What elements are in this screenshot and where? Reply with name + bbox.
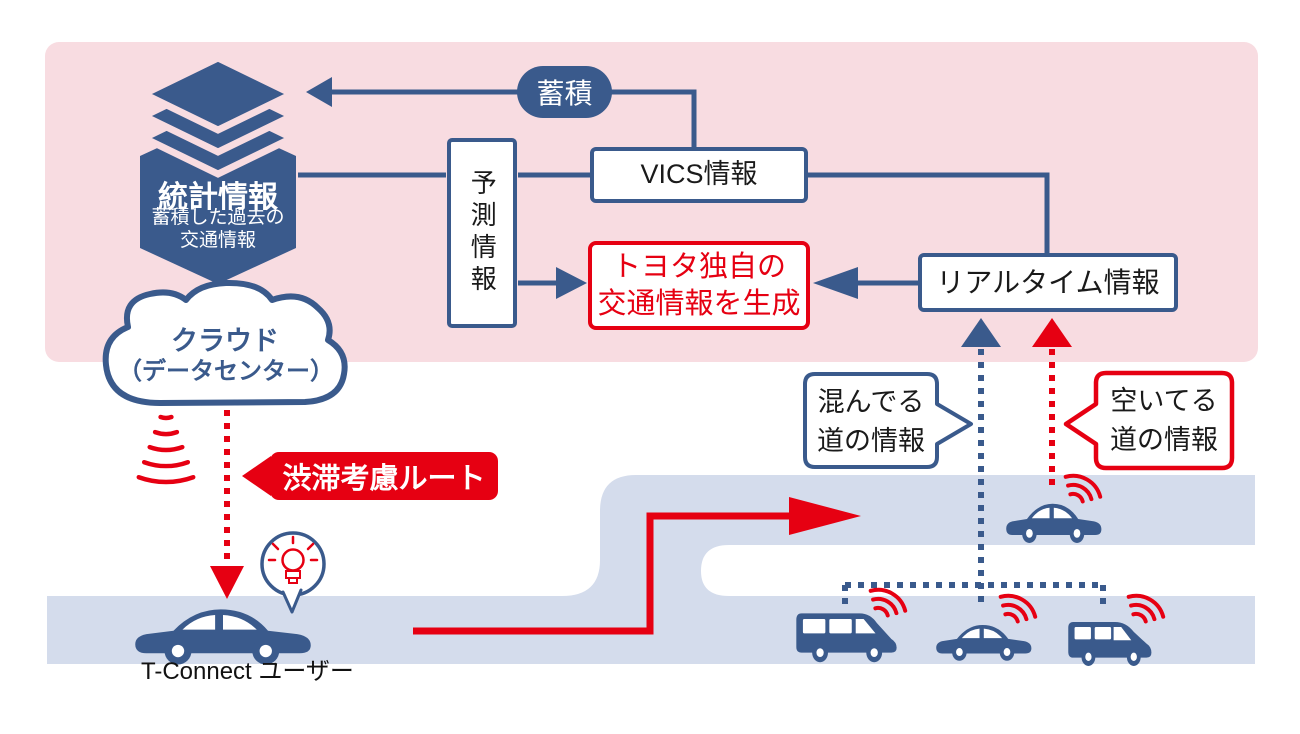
busy-bubble-line2: 道の情報 <box>817 426 925 457</box>
free-bubble-line1: 空いてる <box>1110 386 1218 416</box>
free-bubble-line2: 道の情報 <box>1110 425 1218 456</box>
accumulate-badge-label: 蓄積 <box>536 78 593 109</box>
cloud-label-line2: （データセンター） <box>118 357 334 385</box>
dotted-line-busy <box>842 349 1106 607</box>
accumulate-badge: 蓄積 <box>517 66 612 118</box>
route-download-arrow <box>210 410 244 599</box>
cloud-icon <box>102 279 348 406</box>
arrowhead-busy <box>961 318 1001 347</box>
realtime-info-label: リアルタイム情報 <box>936 267 1160 298</box>
cloud-label: クラウド （データセンター） <box>118 326 334 386</box>
statistics-title: 統計情報 <box>158 181 278 214</box>
statistics-subtitle: 蓄積した過去の 交通情報 <box>128 206 308 252</box>
statistics-subtitle-line1: 蓄積した過去の <box>151 207 285 228</box>
forecast-info-box: 予測情報 <box>447 138 517 328</box>
busy-bubble-label: 混んでる 道の情報 <box>805 383 937 461</box>
toyota-generate-line2: 交通情報を生成 <box>597 287 801 320</box>
route-banner: 渋滞考慮ルート <box>242 452 498 500</box>
statistics-subtitle-line2: 交通情報 <box>179 230 256 252</box>
database-stack-icon <box>135 54 301 284</box>
forecast-info-label: 予測情報 <box>467 169 498 297</box>
route-banner-label: 渋滞考慮ルート <box>282 463 486 495</box>
free-bubble-label: 空いてる 道の情報 <box>1096 382 1232 460</box>
realtime-info-box: リアルタイム情報 <box>918 253 1178 312</box>
vics-info-box: VICS情報 <box>590 147 808 203</box>
route-arrow <box>413 497 861 635</box>
signal-waves-icon-cloud <box>136 414 196 485</box>
lightbulb-icon <box>260 531 326 614</box>
flow-arrows-blue <box>298 89 1050 286</box>
busy-bubble-line1: 混んでる <box>817 387 925 417</box>
flow-arrowheads-blue <box>306 77 858 299</box>
arrowhead-free <box>1032 318 1072 347</box>
busy-bubble-shape <box>803 372 973 469</box>
toyota-generate-box: トヨタ独自の 交通情報を生成 <box>588 241 810 330</box>
vics-info-label: VICS情報 <box>640 159 758 190</box>
free-bubble-shape <box>1063 370 1235 471</box>
cloud-label-line1: クラウド <box>171 326 279 356</box>
tconnect-user-label: T-Connect ユーザー <box>141 658 354 685</box>
toyota-generate-line1: トヨタ独自の <box>611 251 786 284</box>
